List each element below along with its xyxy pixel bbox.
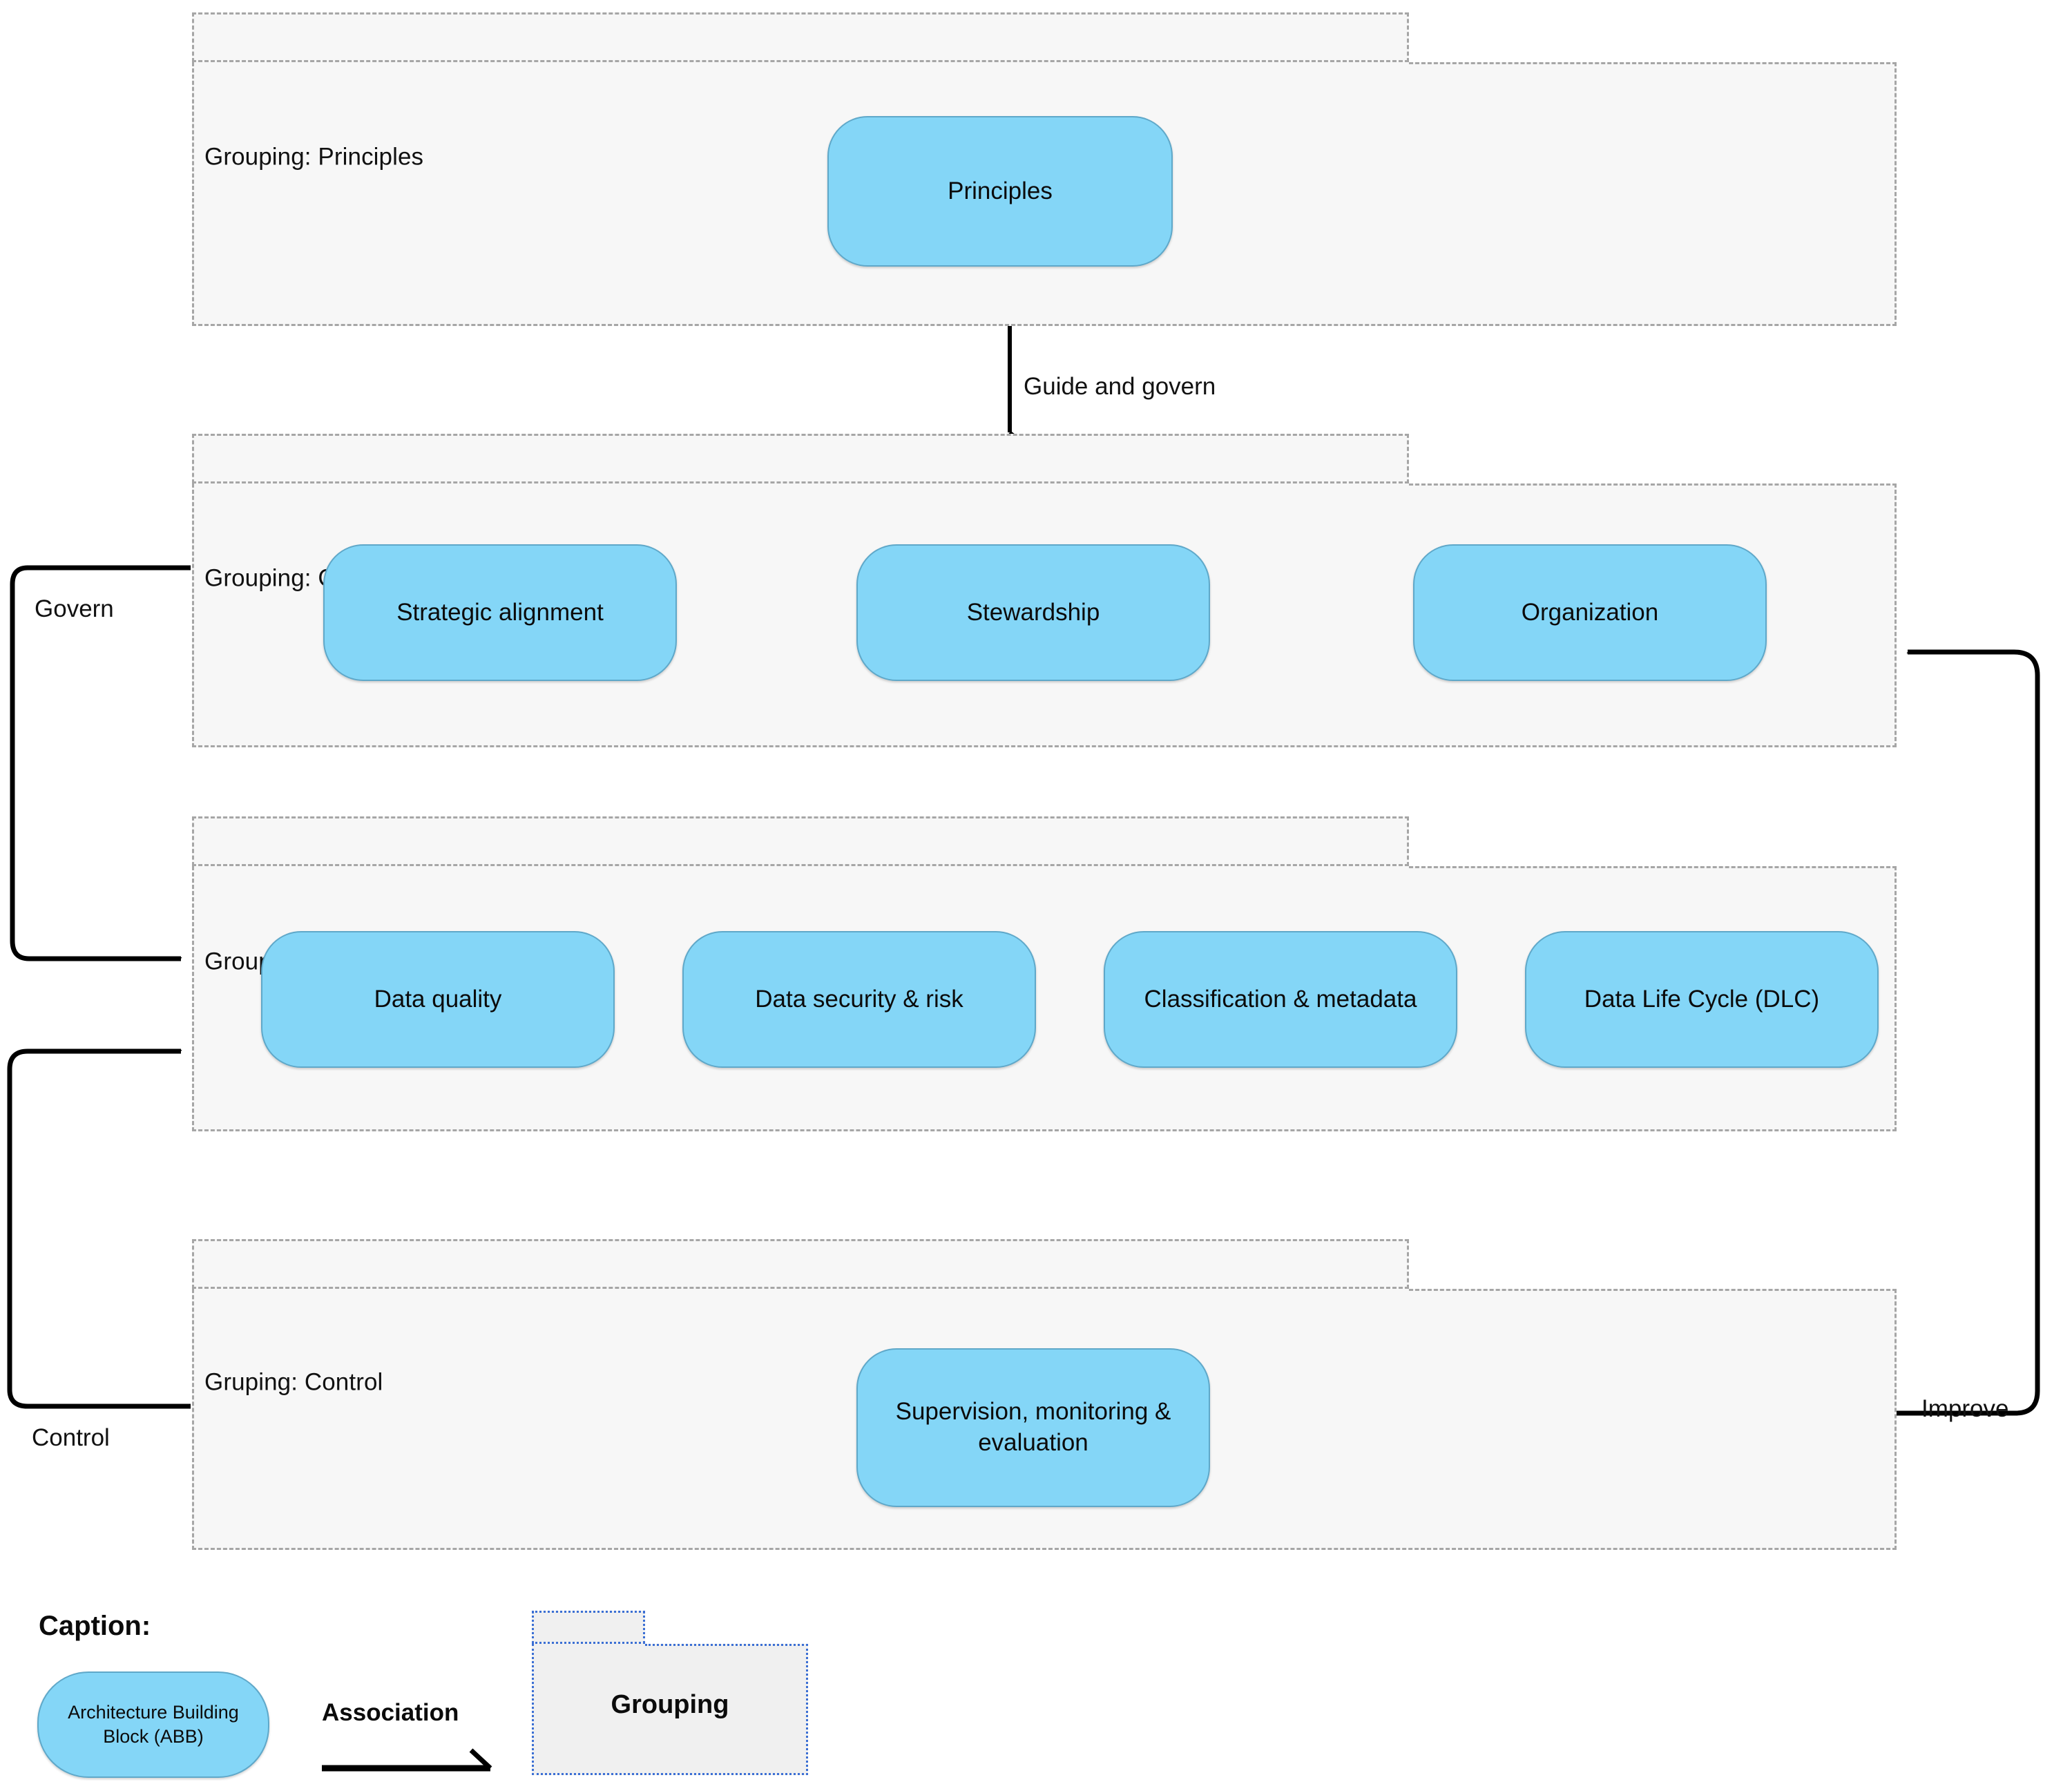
grouping-governance-tab xyxy=(192,434,1409,483)
grouping-governance-body-top xyxy=(1409,483,1897,486)
grouping-principles-label: Grouping: Principles xyxy=(204,143,424,171)
legend-grouping-label: Grouping xyxy=(611,1689,729,1719)
connector-improve xyxy=(1897,649,2040,1416)
legend-association-label: Association xyxy=(322,1699,459,1726)
legend-abb-label: Architecture Building Block (ABB) xyxy=(68,1701,239,1747)
abb-organization[interactable]: Organization xyxy=(1413,544,1767,681)
grouping-management-tab xyxy=(192,816,1409,866)
legend-grouping-body-top xyxy=(645,1644,808,1646)
legend-abb-swatch[interactable]: Architecture Building Block (ABB) xyxy=(37,1671,269,1778)
abb-strategic-alignment-label: Strategic alignment xyxy=(396,598,604,626)
caption-title: Caption: xyxy=(39,1611,151,1641)
grouping-control-label: Gruping: Control xyxy=(204,1368,383,1396)
legend-association-arrow xyxy=(322,1748,492,1772)
legend-grouping-tab xyxy=(532,1611,645,1644)
abb-organization-label: Organization xyxy=(1521,598,1659,626)
connector-label-improve: Improve xyxy=(1921,1395,2009,1422)
connector-govern xyxy=(10,565,191,961)
grouping-management-body-top xyxy=(1409,866,1897,868)
abb-data-life-cycle-label: Data Life Cycle (DLC) xyxy=(1584,985,1820,1013)
abb-supervision-monitoring-evaluation-label: Supervision, monitoring & evaluation xyxy=(895,1398,1171,1456)
abb-strategic-alignment[interactable]: Strategic alignment xyxy=(323,544,677,681)
connector-label-control: Control xyxy=(32,1424,110,1451)
connector-label-guide-and-govern: Guide and govern xyxy=(1024,373,1216,400)
abb-principles[interactable]: Principles xyxy=(827,116,1173,267)
abb-data-quality[interactable]: Data quality xyxy=(261,931,615,1068)
abb-stewardship[interactable]: Stewardship xyxy=(856,544,1210,681)
connector-control xyxy=(7,1048,191,1409)
grouping-control-tab xyxy=(192,1239,1409,1289)
connector-label-govern: Govern xyxy=(35,595,114,622)
abb-classification-metadata-label: Classification & metadata xyxy=(1144,985,1417,1013)
abb-principles-label: Principles xyxy=(948,177,1053,204)
abb-data-security-risk-label: Data security & risk xyxy=(755,985,963,1013)
grouping-control-body-top xyxy=(1409,1289,1897,1291)
abb-stewardship-label: Stewardship xyxy=(966,598,1100,626)
abb-data-quality-label: Data quality xyxy=(374,985,502,1013)
abb-classification-metadata[interactable]: Classification & metadata xyxy=(1104,931,1457,1068)
legend-grouping-swatch[interactable]: Grouping xyxy=(532,1611,808,1775)
grouping-principles-tab xyxy=(192,12,1409,62)
legend-grouping-body xyxy=(532,1644,808,1775)
abb-supervision-monitoring-evaluation[interactable]: Supervision, monitoring & evaluation xyxy=(856,1348,1210,1507)
abb-data-life-cycle[interactable]: Data Life Cycle (DLC) xyxy=(1525,931,1879,1068)
grouping-principles-body-top xyxy=(1409,62,1897,64)
abb-data-security-risk[interactable]: Data security & risk xyxy=(682,931,1036,1068)
